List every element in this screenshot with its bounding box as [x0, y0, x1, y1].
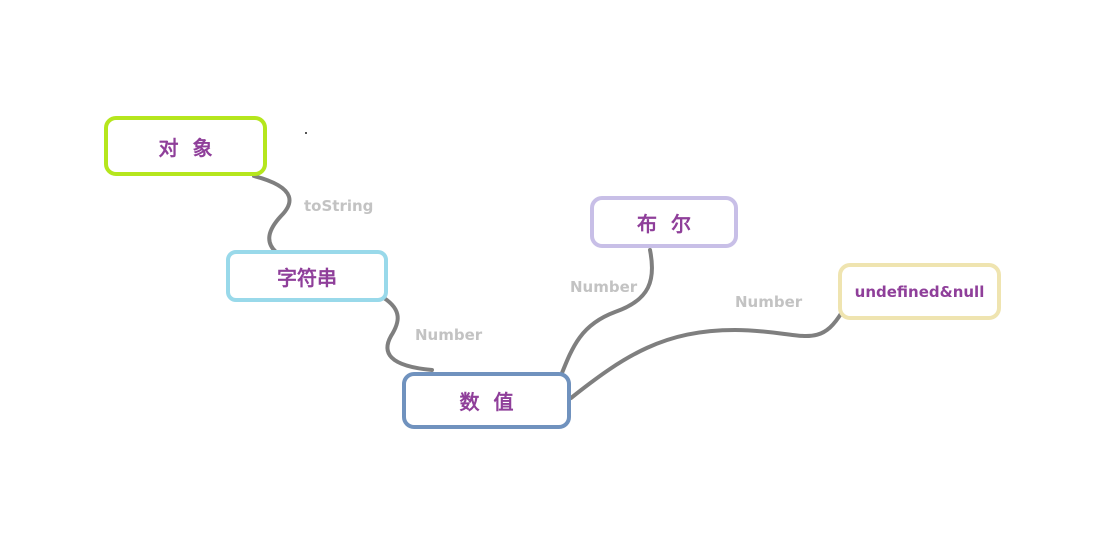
- edge-label-undefined-number: Number: [735, 293, 803, 311]
- edge-label-string-number: Number: [415, 326, 483, 344]
- node-boolean: 布 尔: [590, 196, 738, 248]
- node-string: 字符串: [226, 250, 388, 302]
- node-undefined-null: undefined&null: [838, 263, 1001, 320]
- node-number: 数 值: [402, 372, 571, 429]
- node-boolean-label: 布 尔: [637, 211, 691, 236]
- edge-label-boolean-number: Number: [570, 278, 638, 296]
- connector-undefined-number: [569, 310, 844, 400]
- stray-dot: [305, 132, 307, 134]
- connector-boolean-number: [558, 248, 655, 380]
- connector-string-number: [382, 296, 434, 372]
- node-object: 对 象: [104, 116, 267, 176]
- node-object-label: 对 象: [158, 135, 213, 160]
- node-undefined-null-label: undefined&null: [854, 282, 985, 301]
- connector-object-string: [252, 174, 292, 254]
- edge-label-tostring: toString: [304, 197, 374, 215]
- node-string-label: 字符串: [277, 265, 337, 290]
- node-number-label: 数 值: [459, 390, 514, 414]
